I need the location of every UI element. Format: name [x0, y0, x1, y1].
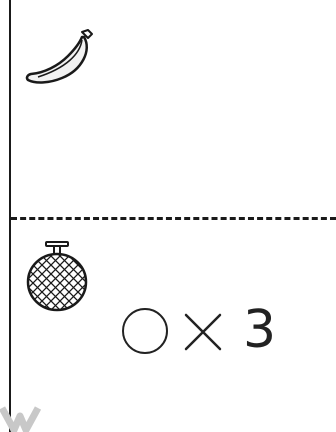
count-number: 3	[243, 300, 276, 360]
dashed-divider	[11, 217, 336, 220]
banana-icon	[22, 28, 98, 86]
multiplication-icon	[182, 311, 224, 353]
melon-icon	[24, 238, 90, 312]
left-border-line	[9, 0, 11, 432]
circle-icon	[120, 306, 170, 356]
watermark-fragment	[0, 396, 70, 432]
